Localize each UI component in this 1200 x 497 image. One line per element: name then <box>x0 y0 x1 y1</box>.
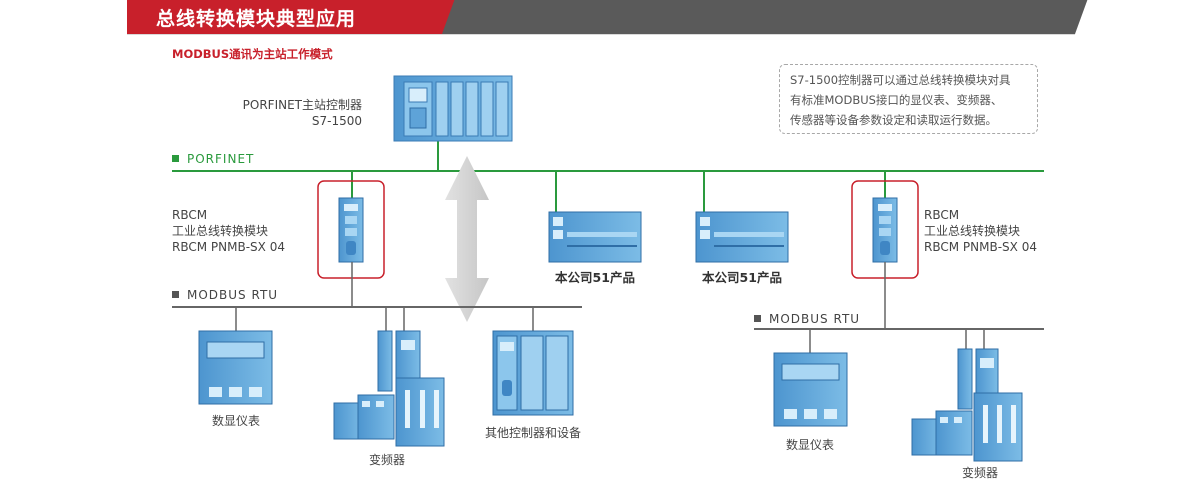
master-model: S7-1500 <box>311 114 362 128</box>
meter-left-label: 数显仪表 <box>211 414 260 428</box>
rbcm-right-line2: 工业总线转换模块 <box>924 224 1021 238</box>
vfd-right-label: 变频器 <box>961 466 998 480</box>
digital-meter-left-icon <box>198 330 273 405</box>
header-divider <box>127 34 1075 35</box>
modbus-right-label: MODBUS RTU <box>754 312 860 326</box>
modbus-left-text: MODBUS RTU <box>187 288 279 302</box>
modbus-right-marker <box>754 315 761 322</box>
header-bar-red <box>127 0 437 34</box>
rbcm-right-line1: RBCM <box>924 208 960 222</box>
rbcm-left-highlight <box>317 180 385 279</box>
modbus-left-label: MODBUS RTU <box>172 288 278 302</box>
rbcm-right-line3: RBCM PNMB-SX 04 <box>924 240 1037 254</box>
vfd-left-label: 变频器 <box>368 453 405 467</box>
product2-label: 本公司51产品 <box>702 270 782 285</box>
other-controller-icon <box>492 330 574 416</box>
profinet-marker <box>172 155 179 162</box>
modbus-right-text: MODBUS RTU <box>769 312 861 326</box>
diagram-subtitle: MODBUS通讯为主站工作模式 <box>172 47 333 61</box>
rbcm-left-label: RBCM 工业总线转换模块 RBCM PNMB-SX 04 <box>172 207 285 255</box>
rbcm-right-module-icon <box>872 197 898 263</box>
rbcm-right-label: RBCM 工业总线转换模块 RBCM PNMB-SX 04 <box>924 207 1037 255</box>
profinet-text: PORFINET <box>187 152 255 166</box>
note-line: S7-1500控制器可以通过总线转换模块对具 <box>790 73 1011 87</box>
vfd-left-icon <box>333 330 445 447</box>
s7-1500-controller-icon <box>393 75 513 142</box>
modbus-left-marker <box>172 291 179 298</box>
bidirectional-arrow-icon <box>445 156 489 322</box>
rbcm-left-line2: 工业总线转换模块 <box>172 224 269 238</box>
master-label: PORFINET主站控制器 S7-1500 <box>196 97 362 129</box>
note-line: 传感器等设备参数设定和读取运行数据。 <box>790 113 997 127</box>
product2-icon <box>695 211 789 263</box>
digital-meter-right-icon <box>773 352 848 427</box>
master-name: PORFINET主站控制器 <box>242 98 362 112</box>
rbcm-left-line3: RBCM PNMB-SX 04 <box>172 240 285 254</box>
product1-icon <box>548 211 642 263</box>
product1-label: 本公司51产品 <box>555 270 635 285</box>
vfd-right-icon <box>911 348 1023 462</box>
info-note: S7-1500控制器可以通过总线转换模块对具 有标准MODBUS接口的显仪表、变… <box>779 64 1038 134</box>
meter-right-label: 数显仪表 <box>785 438 834 452</box>
note-line: 有标准MODBUS接口的显仪表、变频器、 <box>790 93 1003 107</box>
rbcm-left-line1: RBCM <box>172 208 208 222</box>
rbcm-left-module-icon <box>338 197 364 263</box>
profinet-bus-label: PORFINET <box>172 152 254 166</box>
page-title: 总线转换模块典型应用 <box>156 8 357 30</box>
other-controller-label: 其他控制器和设备 <box>484 426 581 440</box>
